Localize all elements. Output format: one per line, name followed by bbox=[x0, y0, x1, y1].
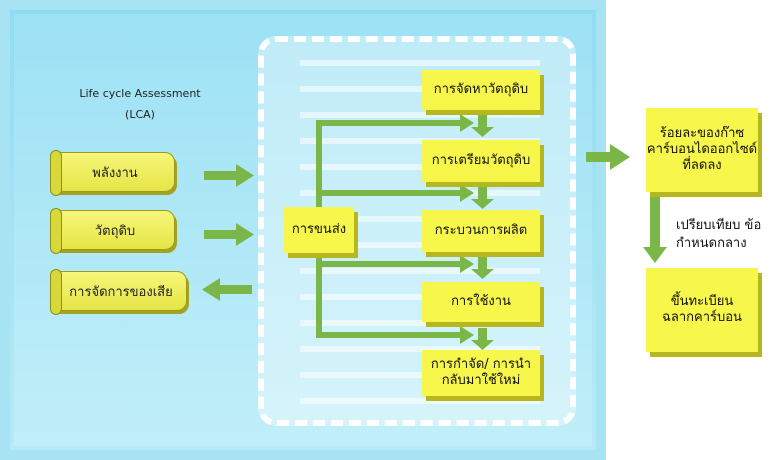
compare-label: เปรียบเทียบ ข้อกำหนดกลาง bbox=[676, 218, 762, 251]
stage-box-4: การใช้งาน bbox=[422, 282, 540, 322]
input-label-material: วัตถุดิบ bbox=[94, 223, 136, 239]
transport-label: การขนส่ง bbox=[291, 221, 347, 237]
transport-box: การขนส่ง bbox=[284, 207, 354, 253]
output-label-waste: การจัดการของเสีย bbox=[69, 284, 173, 300]
stage-label-1: การจัดหาวัตถุดิบ bbox=[433, 81, 529, 97]
stage-box-5: การกำจัด/ การนำกลับมาใช้ใหม่ bbox=[422, 350, 540, 396]
diagram-title: Life cycle Assessment bbox=[79, 87, 201, 100]
result-box: ร้อยละของก๊าซ คาร์บอนไดออกไซด์ ที่ลดลง bbox=[646, 108, 758, 192]
input-scroll-energy: พลังงาน bbox=[50, 150, 175, 196]
stage-label-2: การเตรียมวัตถุดิบ bbox=[431, 152, 531, 168]
stage-box-3: กระบวนการผลิต bbox=[422, 210, 540, 252]
carbon-label-text: ขึ้นทะเบียน ฉลากคาร์บอน bbox=[662, 293, 742, 325]
stage-label-4: การใช้งาน bbox=[451, 293, 511, 309]
diagram-subtitle: (LCA) bbox=[125, 108, 155, 121]
output-scroll-waste: การจัดการของเสีย bbox=[50, 269, 187, 315]
input-scroll-material: วัตถุดิบ bbox=[50, 208, 175, 254]
stage-label-3: กระบวนการผลิต bbox=[434, 222, 528, 238]
input-label-energy: พลังงาน bbox=[92, 165, 138, 181]
carbon-label-box: ขึ้นทะเบียน ฉลากคาร์บอน bbox=[646, 268, 758, 352]
result-label: ร้อยละของก๊าซ คาร์บอนไดออกไซด์ ที่ลดลง bbox=[646, 125, 758, 174]
stage-box-1: การจัดหาวัตถุดิบ bbox=[422, 70, 540, 110]
stage-box-2: การเตรียมวัตถุดิบ bbox=[422, 140, 540, 182]
stage-label-5: การกำจัด/ การนำกลับมาใช้ใหม่ bbox=[430, 356, 532, 388]
